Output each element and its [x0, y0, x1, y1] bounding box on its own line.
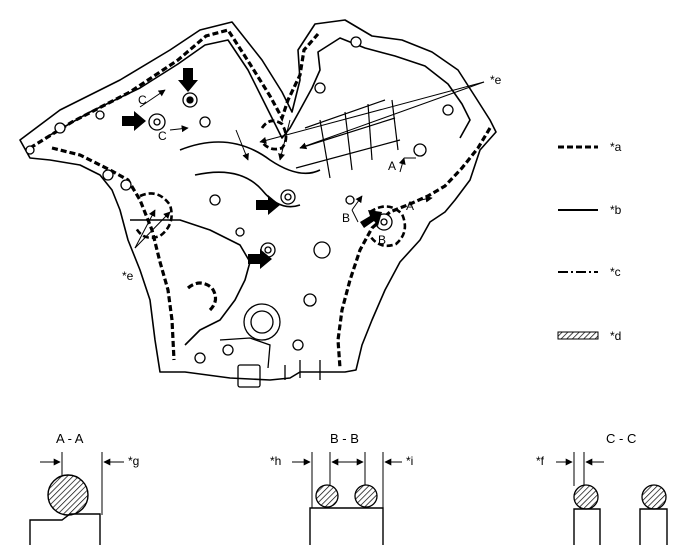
hatched-bead-icon — [47, 474, 89, 516]
arrow-icon — [122, 111, 146, 131]
section-aa-dim: *g — [128, 454, 139, 468]
hatched-bead-icon — [573, 484, 599, 510]
legend-label-d: *d — [610, 329, 621, 343]
section-mark-b1: B — [342, 211, 350, 225]
arrow-icon — [360, 210, 382, 228]
section-cc-dim: *f — [536, 454, 545, 468]
section-mark-c1: C — [138, 93, 147, 107]
cover-outline — [19, 19, 497, 381]
bolt-bosses — [25, 36, 454, 364]
leader-lines — [134, 81, 485, 249]
section-bb-title: B - B — [330, 431, 359, 446]
arrow-icon — [248, 249, 272, 269]
section-cc-title: C - C — [606, 431, 636, 446]
hatched-bead-icon — [641, 484, 667, 510]
callout-e-top: *e — [490, 73, 502, 87]
section-bb: B - B *h *i — [270, 431, 413, 545]
callout-e-left: *e — [122, 269, 134, 283]
arrow-icon — [256, 195, 280, 215]
legend: *a *b *c *d — [557, 140, 622, 343]
right-ring — [368, 205, 407, 248]
section-aa-title: A - A — [56, 431, 84, 446]
section-cc: C - C *f — [536, 431, 668, 545]
seal-bead-dashed — [29, 28, 492, 369]
section-mark-b2: B — [378, 233, 386, 247]
top-bulge — [260, 119, 288, 151]
legend-label-c: *c — [610, 265, 621, 279]
section-mark-a2: A — [406, 199, 414, 213]
section-bb-dim-left: *h — [270, 454, 281, 468]
legend-label-b: *b — [610, 203, 622, 217]
hatched-bead-icon — [354, 484, 378, 508]
section-bb-dim-right: *i — [406, 454, 413, 468]
lower-housing — [219, 337, 321, 388]
hatched-bead-icon — [557, 331, 599, 340]
section-aa: A - A *g — [29, 431, 139, 545]
indicator-arrows — [122, 68, 382, 269]
section-mark-a1: A — [388, 159, 396, 173]
hatched-bead-icon — [315, 484, 339, 508]
arrow-icon — [178, 68, 198, 92]
rib-grid — [295, 99, 401, 179]
section-mark-c2: C — [158, 129, 167, 143]
legend-label-a: *a — [610, 140, 622, 154]
